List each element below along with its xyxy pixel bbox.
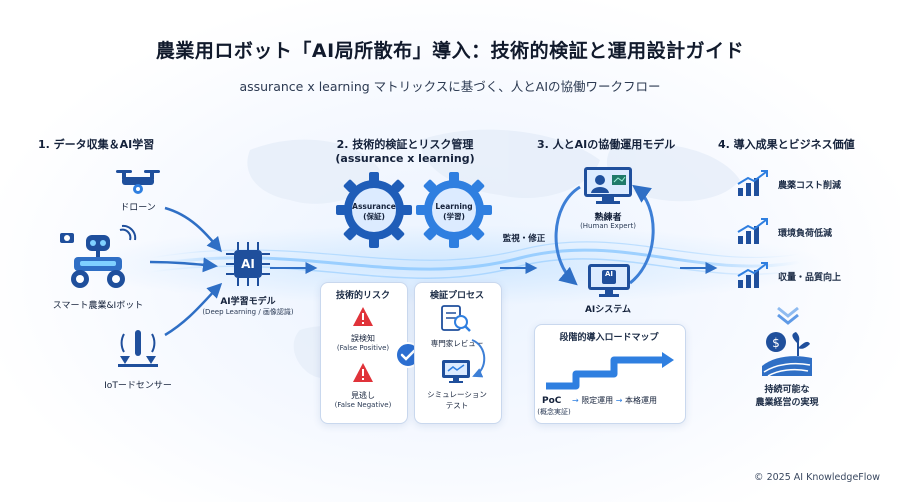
roadmap-poc: PoC bbox=[542, 396, 562, 406]
learning-gear-label: Learning (学習) bbox=[430, 202, 478, 222]
false-positive-label: 誤検知 bbox=[351, 334, 375, 343]
assurance-sub: (保証) bbox=[363, 212, 385, 221]
ai-model-label: AI学習モデル bbox=[220, 297, 276, 307]
learning-gear-icon bbox=[416, 172, 492, 248]
final-outcome-label: 持続可能な 農業経営の実現 bbox=[730, 382, 844, 408]
false-negative-alert-icon bbox=[353, 363, 373, 382]
false-positive-alert-icon bbox=[353, 307, 373, 326]
svg-text:$: $ bbox=[772, 336, 780, 350]
cost-reduction-chart-icon bbox=[737, 170, 768, 196]
ai-system-monitor-icon bbox=[588, 264, 630, 297]
soil-sensor-icon bbox=[118, 330, 158, 367]
roadmap-step-graphic bbox=[546, 352, 674, 390]
page-title: 農業用ロボット「AI局所散布」導入：技術的検証と運用設計ガイド bbox=[155, 40, 745, 62]
verify-panel-title: 検証プロセス bbox=[429, 291, 484, 301]
roadmap-full: 本格運用 bbox=[624, 396, 657, 405]
section-header-data-collection: 1. データ収集＆AI学習 bbox=[38, 138, 155, 151]
false-positive-sub: (False Positive) bbox=[336, 344, 390, 352]
ai-chip-text: AI bbox=[241, 257, 255, 271]
roadmap-poc-sub: (概念実証) bbox=[537, 408, 571, 416]
benefit-environment-label: 環境負荷低減 bbox=[778, 229, 833, 239]
simulation-label: シミュレーション テスト bbox=[414, 389, 500, 411]
false-negative-sub: (False Negative) bbox=[334, 401, 392, 409]
risk-panel-title: 技術的リスク bbox=[335, 291, 390, 301]
cycle-arrow-icon bbox=[471, 339, 486, 378]
human-expert-icon bbox=[584, 167, 632, 204]
learning-sub: (学習) bbox=[443, 212, 465, 221]
section-header-verification: 2. 技術的検証とリスク管理 (assurance x learning) bbox=[320, 136, 490, 165]
monitor-correct-label: 監視・修正 bbox=[502, 234, 546, 244]
drone-label: ドローン bbox=[120, 203, 156, 213]
ai-model-sub: (Deep Learning / 画像認識) bbox=[202, 308, 294, 316]
down-chevron-icon bbox=[777, 306, 799, 325]
document-review-icon bbox=[441, 305, 471, 332]
learning-title: Learning bbox=[435, 202, 473, 211]
benefit-cost-label: 農薬コスト削減 bbox=[778, 181, 842, 191]
drone-icon bbox=[116, 170, 160, 194]
final-outcome-line1: 持続可能な bbox=[764, 385, 810, 395]
benefit-yield-label: 収量・品質向上 bbox=[778, 273, 842, 283]
copyright-text: © 2025 AI KnowledgeFlow bbox=[754, 472, 880, 483]
expert-review-label: 専門家レビュー bbox=[430, 339, 484, 348]
environment-chart-icon bbox=[737, 218, 768, 244]
ai-chip-icon bbox=[226, 242, 270, 286]
simulation-line1: シミュレーション bbox=[427, 390, 487, 399]
sustainable-farm-icon: $ bbox=[762, 332, 812, 377]
roadmap-limited: 限定運用 bbox=[581, 396, 614, 405]
assurance-gear-icon bbox=[336, 172, 412, 248]
assurance-gear-label: Assurance (保証) bbox=[350, 202, 398, 222]
page-subtitle: assurance x learning マトリックスに基づく、人とAIの協働ワ… bbox=[239, 79, 661, 94]
roadmap-steps: PoC → 限定運用 → 本格運用 bbox=[542, 395, 682, 406]
roadmap-title: 段階的導入ロードマップ bbox=[559, 333, 659, 343]
simulation-line2: テスト bbox=[445, 401, 469, 410]
roadmap-arrow-2: → bbox=[615, 396, 623, 405]
section-header-verification-line1: 2. 技術的検証とリスク管理 bbox=[336, 138, 474, 151]
yield-chart-icon bbox=[737, 262, 768, 288]
gears-graphic bbox=[336, 172, 492, 248]
roadmap-arrow-1: → bbox=[571, 396, 579, 405]
robot-label: スマート農業&Iボット bbox=[52, 301, 144, 311]
final-outcome-line2: 農業経営の実現 bbox=[755, 398, 819, 408]
false-negative-label: 見逃し bbox=[351, 391, 375, 400]
simulation-monitor-icon bbox=[442, 360, 470, 383]
section-header-collaboration: 3. 人とAIの協働運用モデル bbox=[537, 138, 676, 151]
section-header-verification-line2: (assurance x learning) bbox=[335, 152, 475, 165]
section-header-benefits: 4. 導入成果とビジネス価値 bbox=[718, 138, 855, 151]
collaboration-cycle-arrows bbox=[554, 184, 655, 286]
robot-icon bbox=[60, 224, 137, 288]
human-expert-label: 熟練者 bbox=[594, 213, 622, 223]
ai-system-label: AIシステム bbox=[584, 305, 632, 315]
human-expert-sub: (Human Expert) bbox=[580, 222, 636, 230]
assurance-title: Assurance bbox=[352, 202, 396, 211]
sensor-label: IoTードセンサー bbox=[104, 381, 172, 391]
ai-system-icon-text: AI bbox=[604, 270, 614, 278]
